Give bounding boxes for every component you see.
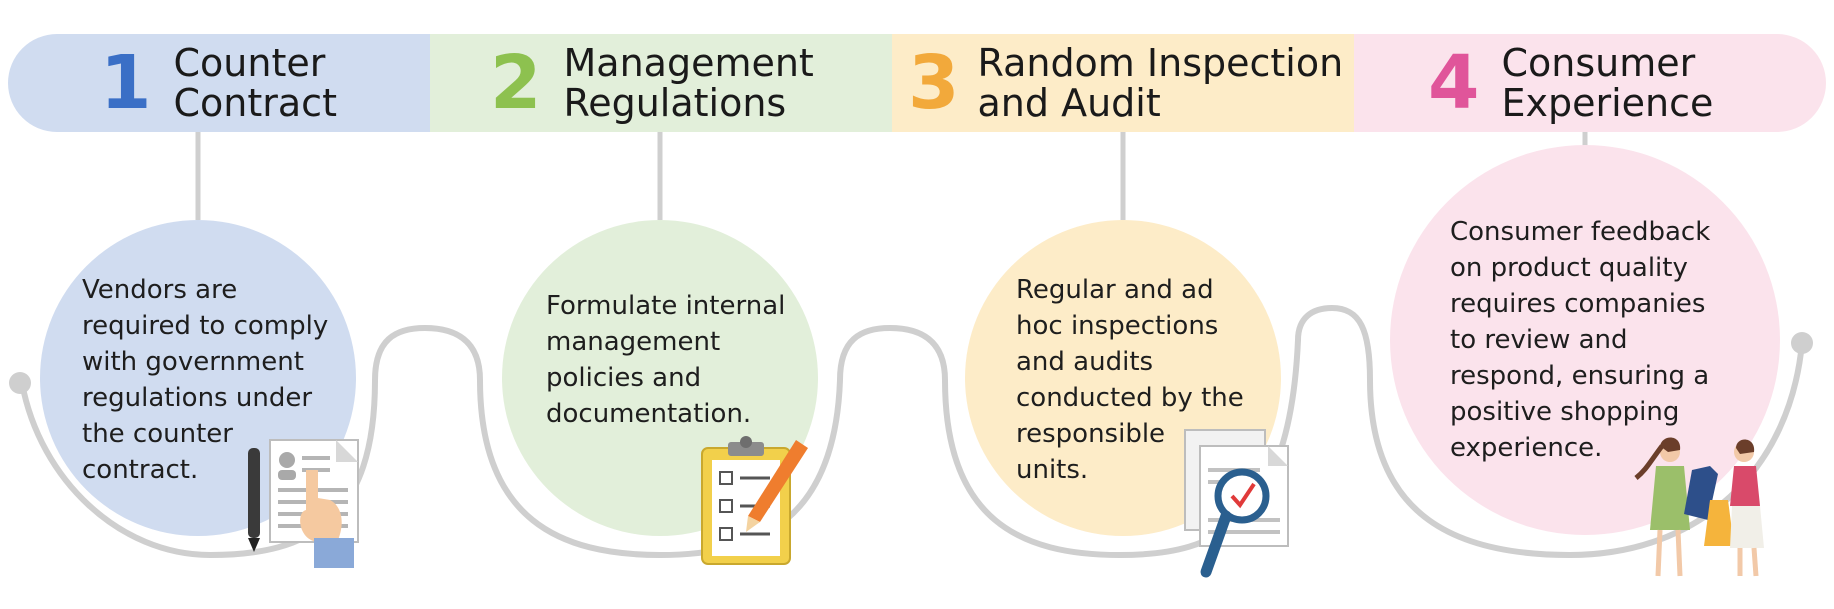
desc-line: to review and [1450,325,1628,355]
desc-line: requires companies [1450,289,1706,319]
desc-line: documentation. [546,399,752,429]
step-description-4: Consumer feedback on product quality req… [1450,214,1710,466]
step-circle-4 [1390,145,1780,535]
step-header-4: 4 Consumer Experience [1428,34,1713,132]
step-title-line: Management [563,41,814,85]
step-number-2: 2 [490,40,542,126]
step-title-1: Counter Contract [174,43,337,123]
step-header-1: 1 Counter Contract [100,34,337,132]
desc-line: Vendors are [82,275,238,305]
document-magnifier-icon [1184,429,1289,578]
step-number-3: 3 [908,40,960,126]
step-description-3: Regular and ad hoc inspections and audit… [1016,272,1244,488]
desc-line: the counter [82,419,233,449]
step-header-2: 2 Management Regulations [490,34,814,132]
desc-line: on product quality [1450,253,1688,283]
desc-line: contract. [82,455,199,485]
step-title-2: Management Regulations [564,43,814,123]
connector-end-dot [1791,332,1813,354]
header-band [8,34,1826,132]
step-title-line: Random Inspection [977,41,1344,85]
connector-stems [195,132,1588,220]
desc-line: experience. [1450,433,1603,463]
step-header-3: 3 Random Inspection and Audit [908,34,1343,132]
contract-signing-icon [248,439,359,568]
desc-line: responsible [1016,419,1166,449]
step-title-line: Contract [173,81,337,125]
desc-line: respond, ensuring a [1450,361,1710,391]
band-segment-3 [892,34,1354,132]
shoppers-clothing-icon [1634,437,1764,577]
band-segment-1 [8,34,430,132]
step-title-line: Regulations [563,81,787,125]
step-title-line: Counter [173,41,326,85]
connector-start-dot [9,372,31,394]
desc-line: conducted by the [1016,383,1244,413]
clipboard-checklist-icon [701,436,808,565]
desc-line: management [546,327,721,357]
desc-line: positive shopping [1450,397,1680,427]
wavy-connector-tail [1295,304,1805,559]
desc-line: units. [1016,455,1089,485]
band-segment-2 [430,34,892,132]
step-title-line: and Audit [977,81,1161,125]
step-description-2: Formulate internal management policies a… [546,288,785,432]
desc-line: policies and [546,363,702,393]
step-number-1: 1 [100,40,152,126]
step-title-line: Experience [1501,81,1714,125]
desc-line: Regular and ad [1016,275,1214,305]
step-number-4: 4 [1428,40,1480,126]
desc-line: hoc inspections [1016,311,1219,341]
step-title-3: Random Inspection and Audit [978,43,1344,123]
step-description-1: Vendors are required to comply with gove… [82,272,328,488]
desc-line: and audits [1016,347,1154,377]
step-title-4: Consumer Experience [1502,43,1714,123]
band-segment-4 [1354,34,1826,132]
step-title-line: Consumer [1501,41,1696,85]
desc-line: Formulate internal [546,291,786,321]
desc-line: with government [82,347,304,377]
desc-line: required to comply [82,311,329,341]
desc-line: Consumer feedback [1450,217,1711,247]
desc-line: regulations under [82,383,313,413]
